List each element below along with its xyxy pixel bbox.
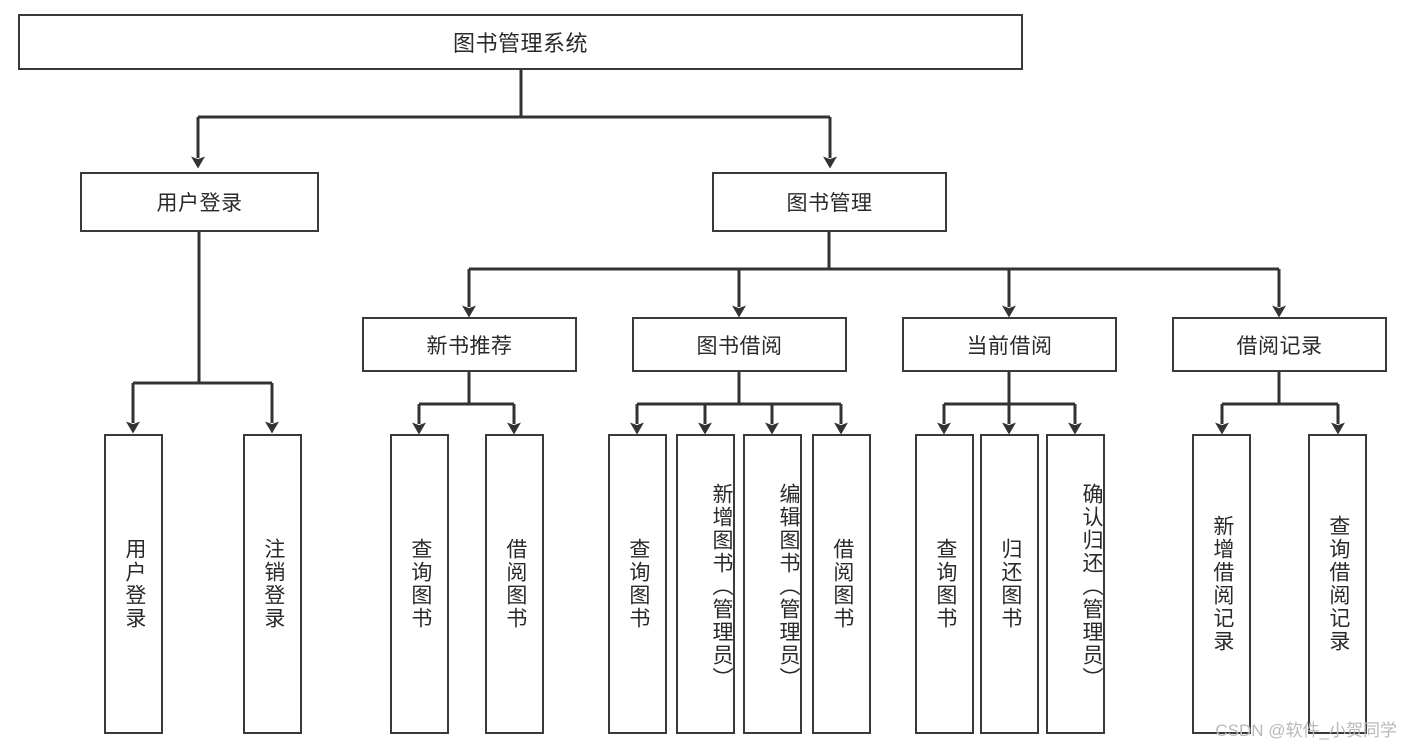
node-leaf-record-add[interactable]: 新增借阅记录	[1192, 434, 1251, 734]
node-root[interactable]: 图书管理系统	[18, 14, 1023, 70]
node-leaf-current-return[interactable]: 归还图书	[980, 434, 1039, 734]
node-leaf-current-query[interactable]: 查询图书	[915, 434, 974, 734]
node-leaf-borrow-query[interactable]: 查询图书	[608, 434, 667, 734]
node-user-login[interactable]: 用户登录	[80, 172, 319, 232]
node-current-borrow[interactable]: 当前借阅	[902, 317, 1117, 372]
node-new-book-recommend[interactable]: 新书推荐	[362, 317, 577, 372]
node-leaf-user-login[interactable]: 用户登录	[104, 434, 163, 734]
node-leaf-current-confirm-admin[interactable]: 确认归还（管理员）	[1046, 434, 1105, 734]
node-leaf-borrow-take[interactable]: 借阅图书	[812, 434, 871, 734]
node-book-management[interactable]: 图书管理	[712, 172, 947, 232]
node-leaf-newbook-query[interactable]: 查询图书	[390, 434, 449, 734]
node-leaf-newbook-borrow[interactable]: 借阅图书	[485, 434, 544, 734]
csdn-watermark: CSDN @软件_小贺同学	[1215, 721, 1397, 740]
node-leaf-record-query[interactable]: 查询借阅记录	[1308, 434, 1367, 734]
node-leaf-borrow-add-admin[interactable]: 新增图书（管理员）	[676, 434, 735, 734]
node-leaf-borrow-edit-admin[interactable]: 编辑图书（管理员）	[743, 434, 802, 734]
node-book-borrow[interactable]: 图书借阅	[632, 317, 847, 372]
node-borrow-records[interactable]: 借阅记录	[1172, 317, 1387, 372]
node-leaf-user-logout[interactable]: 注销登录	[243, 434, 302, 734]
